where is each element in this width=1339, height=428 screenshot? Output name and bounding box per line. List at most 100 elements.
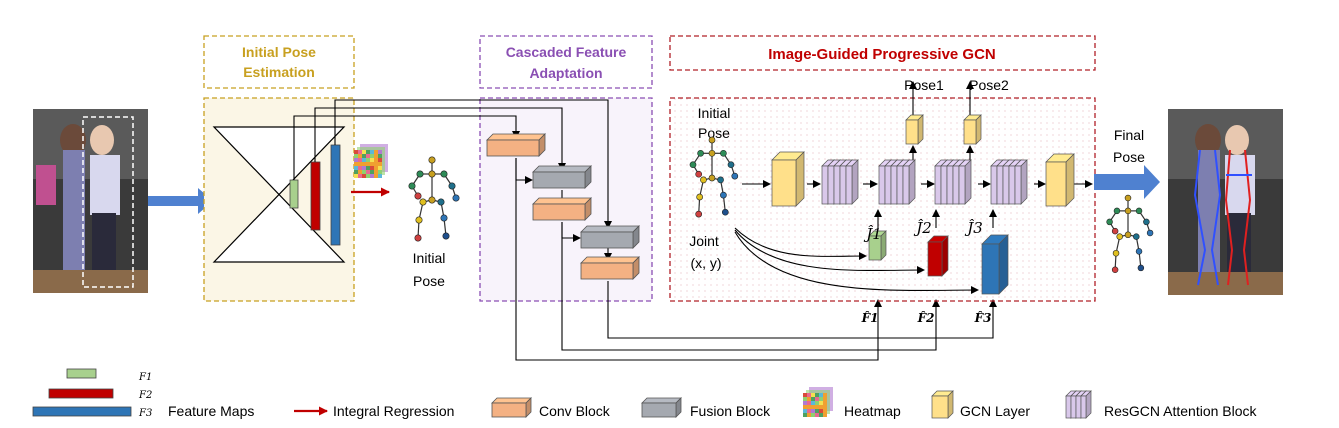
legend-heatmap-grid-cell bbox=[823, 405, 827, 409]
legend-heatmap-grid-cell bbox=[815, 405, 819, 409]
cfa-conv-block-3 bbox=[580, 256, 640, 280]
heatmap-main-cell bbox=[378, 170, 382, 174]
heatmap-main-cell bbox=[378, 162, 382, 166]
legend-f2-bar bbox=[48, 388, 114, 399]
gcn-layer-1-side bbox=[795, 151, 805, 207]
resgcn-block-3-plate-3-front bbox=[946, 165, 954, 205]
legend-heatmap-grid-cell bbox=[815, 409, 819, 413]
gcn-head-pose2-front bbox=[963, 119, 977, 145]
heatmap-main-cell bbox=[362, 154, 366, 158]
skel-c-joint bbox=[1113, 207, 1121, 215]
link-f2-fusion1 bbox=[314, 107, 566, 171]
legend-resgcn-plate-3-front bbox=[1075, 395, 1082, 419]
legend-heatmap-grid-cell bbox=[815, 413, 819, 417]
heatmap-main-cell bbox=[378, 166, 382, 170]
resgcn-block-4-plate-5-side bbox=[1020, 159, 1028, 205]
legend-heatmap: Heatmap bbox=[844, 403, 901, 419]
resgcn-block-1-plate-5 bbox=[845, 159, 859, 205]
skel-c-joint bbox=[1124, 231, 1132, 239]
skel-b-joint bbox=[696, 193, 703, 201]
cfa-conv-block-1-front bbox=[486, 139, 540, 157]
heatmap-main-cell bbox=[358, 170, 362, 174]
ipe-title-box bbox=[203, 35, 355, 89]
skel-b-joint bbox=[695, 170, 703, 178]
skel-a-joint bbox=[452, 194, 460, 202]
skel-b-joint bbox=[720, 149, 727, 157]
legend-heatmap-grid-cell bbox=[819, 397, 823, 401]
skel-a-joint bbox=[428, 156, 436, 164]
gcn-layer-2 bbox=[1045, 153, 1075, 207]
skel-c-joint bbox=[1116, 233, 1123, 240]
heatmap-main-cell bbox=[378, 174, 382, 178]
feature-f2-hat bbox=[927, 235, 949, 277]
skel-c-joint bbox=[1135, 248, 1143, 255]
heatmap-main-cell bbox=[362, 174, 366, 178]
skel-b-joint bbox=[700, 176, 707, 184]
link-conv1-f1hat bbox=[515, 158, 882, 361]
heatmap-main-cell bbox=[370, 166, 374, 170]
resgcn-block-2-plate-2-front bbox=[884, 165, 892, 205]
resgcn-block-1-plate-5-side bbox=[851, 159, 859, 205]
j3-hat-label: Ĵ3 bbox=[964, 219, 983, 237]
feature-f3-hat bbox=[981, 234, 1009, 295]
feature-f3-hat-front bbox=[981, 243, 1000, 295]
legend-heatmap-grid-cell bbox=[811, 393, 815, 397]
resgcn-block-4-plate-1-front bbox=[990, 165, 998, 205]
feature-map-f2 bbox=[310, 161, 321, 231]
heatmap-main-cell bbox=[362, 150, 366, 154]
legend-heatmap-grid-cell bbox=[803, 393, 807, 397]
skel-a-joint bbox=[442, 232, 450, 240]
heatmap-main-cell bbox=[370, 154, 374, 158]
feature-f1-hat-front bbox=[868, 235, 882, 261]
gcn-title: Image-Guided Progressive GCN bbox=[768, 46, 996, 63]
legend-f1-bar bbox=[66, 368, 97, 379]
resgcn-block-2-plate-4-front bbox=[896, 165, 904, 205]
legend-gcn-layer-icon bbox=[931, 390, 954, 419]
resgcn-block-2-plate-5-side bbox=[908, 159, 916, 205]
legend-heatmap-grid-cell bbox=[819, 393, 823, 397]
legend-resgcn-plate-4-side bbox=[1085, 390, 1092, 419]
skel-c-joint bbox=[1111, 227, 1119, 235]
heatmap-main-cell bbox=[354, 154, 358, 158]
skel-b-joint bbox=[708, 136, 716, 144]
skel-b bbox=[689, 136, 739, 218]
legend-fusion-top bbox=[641, 397, 682, 404]
legend-heatmap-grid-cell bbox=[819, 413, 823, 417]
joint-label-line2: (x, y) bbox=[690, 255, 721, 271]
heatmap-main-cell bbox=[370, 158, 374, 162]
cfa-conv-block-2-front bbox=[532, 203, 586, 221]
link-conv3-f3hat bbox=[607, 281, 997, 339]
heatmap-main-cell bbox=[374, 158, 378, 162]
resgcn-block-4-plate-2-front bbox=[996, 165, 1004, 205]
legend-fusion-block-icon bbox=[641, 397, 682, 418]
skel-b-joint bbox=[721, 208, 729, 216]
cfa-fusion-block-1-front bbox=[532, 171, 586, 189]
ipe-title-line2: Estimation bbox=[243, 64, 315, 80]
skel-b-joint bbox=[697, 149, 704, 157]
skeleton-final-pose bbox=[1106, 194, 1154, 274]
skel-a-joint bbox=[414, 192, 422, 200]
heatmap-main-cell bbox=[362, 158, 366, 162]
legend-heatmap-grid-cell bbox=[807, 409, 811, 413]
legend-gcn bbox=[931, 390, 954, 419]
gcn-title-box bbox=[669, 35, 1096, 71]
skel-b-joint bbox=[689, 161, 697, 169]
legend-resgcn-plate-1-front bbox=[1065, 395, 1072, 419]
legend-heatmap-icon bbox=[803, 387, 833, 417]
skel-a-joint bbox=[415, 216, 423, 224]
resgcn-block-3 bbox=[934, 159, 972, 205]
f2-hat-label: F̂2 bbox=[917, 310, 935, 325]
curve-joint-f2 bbox=[734, 229, 925, 275]
initial-pose-b-line2: Pose bbox=[698, 125, 730, 141]
legend-f3-bar bbox=[32, 406, 132, 417]
skel-b-joint bbox=[731, 172, 739, 180]
j1-hat-label: Ĵ1 bbox=[863, 225, 882, 243]
skeleton-initial-pose-a bbox=[408, 156, 460, 242]
legend-resgcn-block: ResGCN Attention Block bbox=[1104, 403, 1258, 419]
resgcn-block-3-plate-1-front bbox=[934, 165, 942, 205]
heatmap-main-cell bbox=[366, 158, 370, 162]
heatmap-main-cell bbox=[366, 174, 370, 178]
skel-a-joint bbox=[448, 182, 456, 190]
resgcn-block-2 bbox=[878, 159, 916, 205]
heatmap-main-cell bbox=[366, 154, 370, 158]
